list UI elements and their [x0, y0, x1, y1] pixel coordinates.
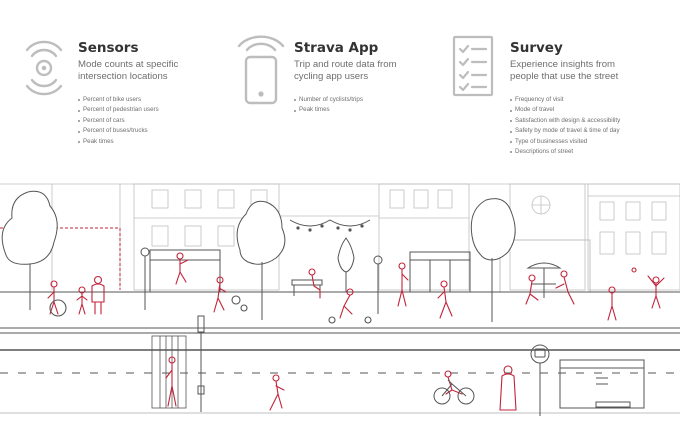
crosswalk [151, 335, 187, 409]
list-item: Percent of bike users [78, 95, 218, 105]
survey-checklist-icon [452, 35, 494, 97]
street-scene-illustration [0, 183, 680, 416]
pedestrians [47, 252, 665, 324]
sensors-description: Mode counts at specific intersection loc… [78, 59, 179, 82]
strava-app-description: Trip and route data from cycling app use… [294, 59, 397, 82]
strava-app-title: Strava App [294, 40, 379, 56]
traffic-signal [197, 315, 205, 412]
list-item: Percent of buses/trucks [78, 126, 218, 136]
list-item: Mode of travel [510, 105, 680, 115]
smartphone-icon [237, 35, 285, 105]
list-item: Peak times [294, 105, 444, 115]
background-buildings [0, 183, 680, 291]
list-item: Peak times [78, 137, 218, 147]
bench-and-cafe [291, 262, 562, 298]
list-item: Descriptions of street [510, 147, 680, 157]
survey-description: Experience insights from people that use… [510, 59, 619, 82]
trees [1, 190, 516, 322]
list-item: Safety by mode of travel & time of day [510, 126, 680, 136]
string-lights [296, 224, 364, 232]
bicycle-icon [433, 379, 475, 405]
list-item: Number of cyclists/trips [294, 95, 444, 105]
sensors-title: Sensors [78, 40, 139, 56]
road-users [165, 356, 517, 411]
sensors-bullet-list: Percent of bike users Percent of pedestr… [78, 95, 218, 147]
road [0, 327, 680, 414]
survey-title: Survey [510, 40, 563, 56]
list-item: Satisfaction with design & accessibility [510, 116, 680, 126]
street-lamps [140, 247, 383, 314]
sensor-icon [25, 40, 63, 96]
list-item: Percent of pedestrian users [78, 105, 218, 115]
list-item: Type of businesses visited [510, 137, 680, 147]
survey-bullet-list: Frequency of visit Mode of travel Satisf… [510, 95, 680, 157]
list-item: Frequency of visit [510, 95, 680, 105]
bus-stop [530, 344, 645, 416]
storefronts [0, 219, 680, 293]
list-item: Percent of cars [78, 116, 218, 126]
strava-app-bullet-list: Number of cyclists/trips Peak times [294, 95, 444, 116]
